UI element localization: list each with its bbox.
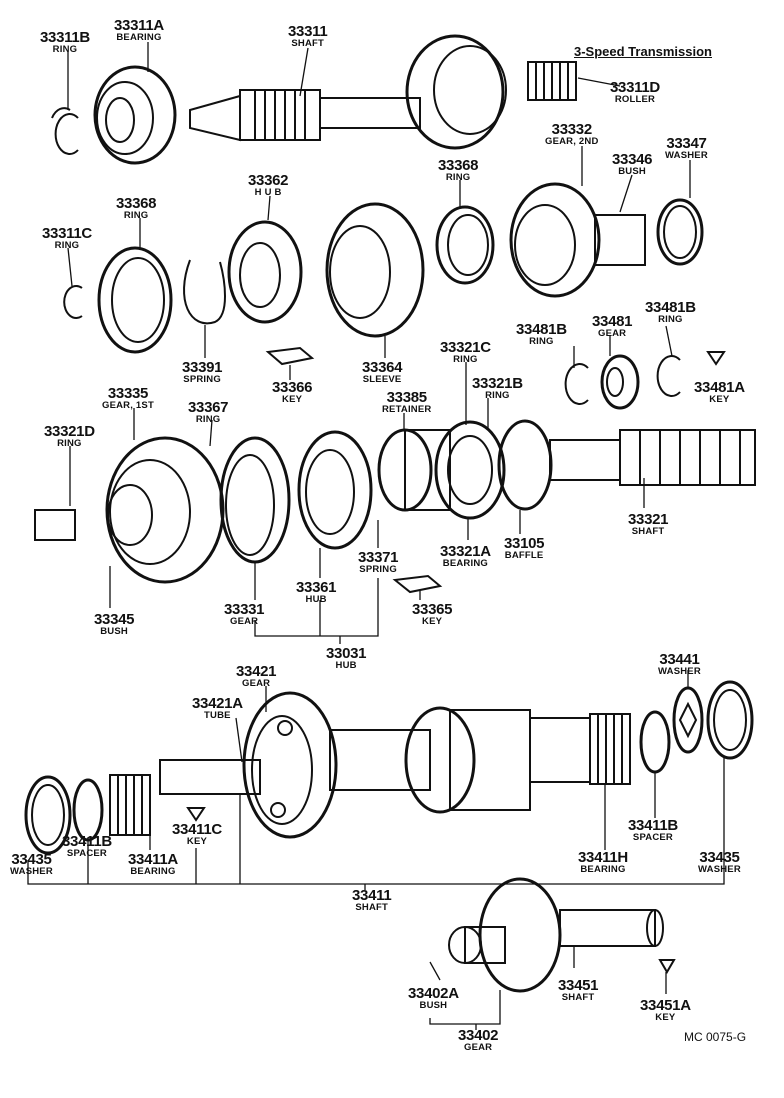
washer-33441-drawing [672, 686, 704, 754]
drawing-code: MC 0075-G [684, 1030, 747, 1044]
gear-33421-drawing [242, 691, 338, 839]
shaft-33451-drawing [559, 909, 664, 947]
hub-33362-drawing [227, 220, 303, 324]
washer-33347-drawing [656, 198, 704, 266]
ring-33481B-right-drawing [656, 355, 681, 397]
ring-33368-right-drawing [435, 205, 495, 285]
bearing-33321A-drawing [434, 420, 506, 520]
key-33366-drawing [265, 346, 315, 366]
key-33365-drawing [392, 574, 443, 594]
shaft-33311-drawing [189, 34, 507, 150]
spacer-33411B-right-drawing [639, 710, 671, 774]
shaft-33411-drawing [329, 706, 631, 814]
washer-33435-left-drawing [24, 775, 72, 855]
roller-33311D-drawing [527, 61, 577, 101]
spring-33391-drawing [183, 259, 226, 325]
sleeve-33364-drawing [325, 202, 425, 338]
shaft-stub-drawing [34, 509, 76, 541]
key-33411C-drawing [186, 807, 206, 822]
leader-lines [27, 42, 725, 1030]
key-33481A-drawing [706, 351, 726, 366]
gear-33331-drawing [219, 436, 291, 564]
key-33451A-drawing [658, 959, 676, 974]
gear-1st-33335-drawing [105, 436, 225, 584]
diagram-title: 3-Speed Transmission [574, 44, 712, 59]
bearing-33311A-drawing [93, 65, 177, 165]
washer-33435-right-drawing [706, 680, 754, 760]
hub-33361-drawing [297, 430, 373, 550]
baffle-33105-drawing [497, 419, 553, 511]
ring-33368-left-drawing [97, 246, 173, 354]
gear-2nd-33332-drawing [509, 182, 646, 298]
tube-33421A-drawing [159, 759, 261, 795]
ring-33311C-drawing [63, 285, 83, 319]
spacer-33411B-left-drawing [72, 778, 104, 842]
retainer-33385-drawing [377, 428, 451, 512]
shaft-33321-drawing [549, 429, 756, 486]
ring-33481B-left-drawing [564, 363, 589, 405]
gear-33402-drawing [448, 877, 562, 993]
bearing-33411A-drawing [109, 774, 151, 836]
gear-33481-drawing [600, 354, 640, 410]
ring-33311B-drawing [51, 107, 79, 155]
